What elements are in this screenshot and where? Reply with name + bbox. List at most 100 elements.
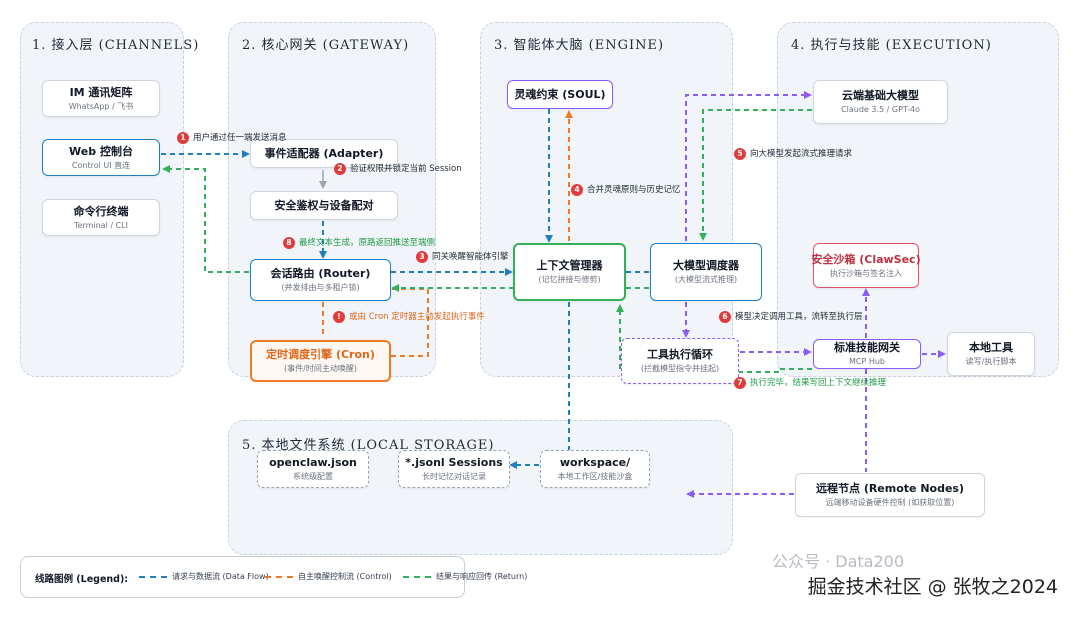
- node-router: 会话路由 (Router) (并发排由与多租户锁): [250, 259, 391, 301]
- step-badge: !: [333, 311, 345, 323]
- legend-label: 自主唤醒控制流 (Control): [298, 572, 392, 581]
- node-auth: 安全鉴权与设备配对: [250, 191, 398, 220]
- annotation-text: 向大模型发起流式推理请求: [750, 149, 853, 159]
- legend-label: 结果与响应回传 (Return): [436, 572, 528, 581]
- node-mcp-sub: MCP Hub: [848, 357, 886, 366]
- annotation-text: 或由 Cron 定时器主动发起执行事件: [349, 312, 485, 322]
- zone-title-storage: 5. 本地文件系统 (LOCAL STORAGE): [242, 438, 495, 453]
- node-localtools-title: 本地工具: [969, 341, 1013, 354]
- node-toolloop-title: 工具执行循环: [647, 348, 713, 361]
- step-badge: 6: [719, 311, 731, 323]
- watermark: 掘金技术社区 @ 张牧之2024: [807, 576, 1058, 598]
- node-router-title: 会话路由 (Router): [270, 267, 371, 280]
- node-workspace-sub: 本地工作区/技能沙盒: [557, 472, 633, 481]
- node-im-title: IM 通讯矩阵: [69, 85, 133, 99]
- node-localtools: 本地工具 读写/执行脚本: [947, 332, 1035, 376]
- node-web-title: Web 控制台: [69, 144, 133, 158]
- step-badge: 2: [334, 163, 346, 175]
- legend-title: 线路图例 (Legend):: [35, 574, 129, 585]
- node-sessions-sub: 长时记忆对话记录: [422, 472, 486, 481]
- node-toolloop-sub: (拦截模型指令并挂起): [640, 364, 720, 373]
- legend: 线路图例 (Legend): 请求与数据流 (Data Flow) 自主唤醒控制…: [20, 556, 527, 598]
- node-context-title: 上下文管理器: [536, 259, 603, 272]
- node-context-sub: (记忆拼接与修剪): [538, 275, 601, 284]
- node-sessions: *.jsonl Sessions 长时记忆对话记录: [398, 450, 510, 488]
- node-router-sub: (并发排由与多租户锁): [281, 283, 360, 292]
- node-cli-sub: Terminal / CLI: [74, 220, 128, 230]
- node-remote: 远程节点 (Remote Nodes) 远端移动设备硬件控制 (如获取位置): [795, 473, 985, 517]
- node-sandbox: 安全沙箱 (ClawSec) 执行沙箱与签名注入: [811, 243, 921, 288]
- zone-title-execution: 4. 执行与技能 (EXECUTION): [791, 38, 992, 53]
- node-openclaw-sub: 系统级配置: [293, 472, 333, 481]
- annotation-text: 同关唤醒智能体引擎: [432, 252, 509, 262]
- node-cloud: 云端基础大模型 Claude 3.5 / GPT-4o: [813, 80, 948, 124]
- node-remote-title: 远程节点 (Remote Nodes): [815, 482, 965, 495]
- legend-swatch: [139, 575, 167, 578]
- zone-title-gateway: 2. 核心网关 (GATEWAY): [242, 38, 410, 53]
- node-openclaw-title: openclaw.json: [269, 456, 357, 469]
- legend-item-data-flow: 请求与数据流 (Data Flow): [139, 571, 269, 582]
- annotation-text: 模型决定调用工具，流转至执行层: [735, 312, 863, 322]
- step-badge: 7: [734, 377, 746, 389]
- step-badge: 5: [734, 148, 746, 160]
- arrow-router-to-web: [162, 165, 249, 273]
- node-workspace: workspace/ 本地工作区/技能沙盒: [540, 450, 650, 488]
- node-cloud-title: 云端基础大模型: [842, 89, 919, 102]
- node-soul-title: 灵魂约束 (SOUL): [514, 88, 606, 101]
- legend-item-return: 结果与响应回传 (Return): [403, 571, 527, 582]
- annotation-step-5: 5 向大模型发起流式推理请求: [734, 147, 852, 161]
- annotation-text: 合并灵魂原则与历史记忆: [587, 185, 681, 195]
- annotation-step-4: 4 合并灵魂原则与历史记忆: [571, 183, 681, 197]
- node-cli: 命令行终端 Terminal / CLI: [42, 199, 160, 236]
- node-web-sub: Control UI 直连: [71, 160, 131, 170]
- node-llm: 大模型调度器 (大模型流式推理): [650, 243, 762, 301]
- annotation-step-8: 8 最终文本生成，原路返回推送至端侧: [283, 236, 435, 250]
- node-workspace-title: workspace/: [559, 456, 631, 469]
- annotation-step-7: 7 执行完毕，结果写回上下文继续推理: [734, 376, 886, 390]
- legend-swatch: [265, 575, 293, 578]
- node-sessions-title: *.jsonl Sessions: [405, 456, 503, 469]
- node-cron: 定时调度引擎 (Cron) (事件/时间主动唤醒): [250, 340, 391, 382]
- node-web: Web 控制台 Control UI 直连: [42, 139, 160, 176]
- node-sandbox-sub: 执行沙箱与签名注入: [830, 268, 902, 278]
- node-mcp: 标准技能网关 MCP Hub: [813, 339, 921, 369]
- zone-title-engine: 3. 智能体大脑 (ENGINE): [494, 38, 665, 53]
- node-llm-title: 大模型调度器: [673, 259, 739, 272]
- annotation-cron-trigger: ! 或由 Cron 定时器主动发起执行事件: [333, 310, 485, 324]
- node-llm-sub: (大模型流式推理): [674, 275, 738, 284]
- annotation-step-2: 2 验证权限并锁定当前 Session: [334, 162, 462, 176]
- node-adapter: 事件适配器 (Adapter): [250, 139, 398, 168]
- node-cron-title: 定时调度引擎 (Cron): [266, 348, 375, 361]
- node-sandbox-title: 安全沙箱 (ClawSec): [811, 252, 921, 266]
- node-remote-sub: 远端移动设备硬件控制 (如获取位置): [825, 498, 955, 507]
- annotation-text: 执行完毕，结果写回上下文继续推理: [750, 378, 887, 388]
- node-cron-sub: (事件/时间主动唤醒): [284, 364, 357, 373]
- node-adapter-title: 事件适配器 (Adapter): [264, 147, 384, 160]
- arrow-cron-to-router: [391, 288, 429, 357]
- legend-swatch: [403, 575, 431, 578]
- annotation-text: 验证权限并锁定当前 Session: [350, 164, 462, 174]
- legend-label: 请求与数据流 (Data Flow): [172, 572, 269, 581]
- annotation-step-3: 3 同关唤醒智能体引擎: [416, 250, 509, 264]
- legend-item-control: 自主唤醒控制流 (Control): [265, 571, 392, 582]
- node-openclaw: openclaw.json 系统级配置: [257, 450, 369, 488]
- annotation-step-6: 6 模型决定调用工具，流转至执行层: [719, 310, 863, 324]
- arrow-llm-to-cloud: [685, 91, 812, 241]
- node-mcp-title: 标准技能网关: [834, 341, 900, 354]
- node-cli-title: 命令行终端: [73, 204, 129, 218]
- annotation-text: 最终文本生成，原路返回推送至端侧: [299, 238, 436, 248]
- step-badge: 3: [416, 251, 428, 263]
- arrow-cloud-to-llm: [699, 109, 812, 241]
- annotation-step-1: 1 用户通过任一端发送消息: [177, 131, 287, 145]
- node-cloud-sub: Claude 3.5 / GPT-4o: [841, 105, 920, 114]
- step-badge: 8: [283, 237, 295, 249]
- node-im: IM 通讯矩阵 WhatsApp / 飞书: [42, 80, 160, 117]
- node-toolloop: 工具执行循环 (拦截模型指令并挂起): [621, 338, 739, 384]
- zone-title-channels: 1. 接入层 (CHANNELS): [32, 38, 200, 53]
- watermark-faint: 公众号 · Data200: [772, 552, 905, 571]
- annotation-text: 用户通过任一端发送消息: [193, 133, 287, 143]
- step-badge: 1: [177, 132, 189, 144]
- step-badge: 4: [571, 184, 583, 196]
- node-auth-title: 安全鉴权与设备配对: [274, 199, 374, 212]
